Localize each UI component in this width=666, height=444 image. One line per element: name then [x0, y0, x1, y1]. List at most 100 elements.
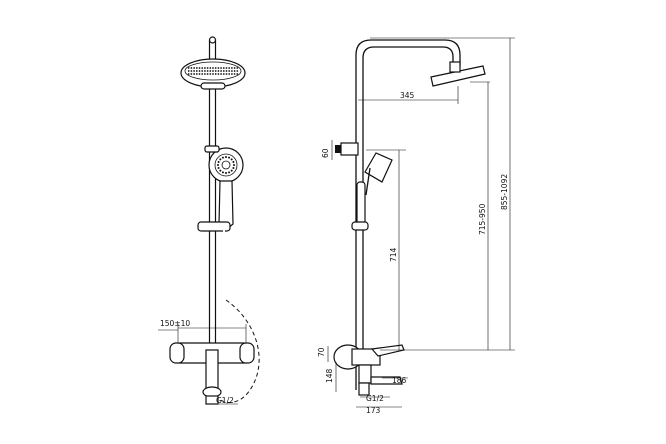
side-riser — [355, 39, 461, 390]
nozzle-dot — [225, 73, 228, 75]
nozzle-dot — [222, 73, 225, 75]
nozzle-dot — [225, 70, 228, 72]
nozzle-dot — [206, 73, 209, 75]
nozzle-dot — [217, 160, 220, 163]
nozzle-dot — [201, 70, 204, 72]
arm-reach-label: 345 — [400, 91, 415, 100]
spacing-label: 150±10 — [160, 319, 190, 328]
slide-height-label: 714 — [389, 247, 398, 262]
nozzle-dot — [204, 70, 206, 72]
side-mixer-valve — [333, 344, 405, 396]
nozzle-dot — [230, 158, 233, 161]
nozzle-dot — [232, 167, 235, 170]
hose-loop — [217, 299, 260, 403]
nozzle-dot — [193, 67, 196, 69]
nozzle-dot — [220, 73, 223, 75]
inlet-thread-label-side: G1/2 — [366, 394, 384, 403]
nozzle-dot — [195, 73, 198, 75]
nozzle-dot — [217, 67, 220, 69]
nozzle-dot — [217, 73, 220, 75]
nozzle-dot — [233, 73, 236, 75]
nozzle-dot — [228, 171, 231, 174]
nozzle-dot — [221, 156, 224, 159]
nozzle-dot — [190, 73, 193, 75]
valve-height-label: 70 — [317, 347, 326, 357]
nozzle-dot — [209, 67, 212, 69]
nozzle-dot — [236, 70, 239, 72]
nozzle-dot — [201, 67, 204, 69]
nozzle-dot — [231, 73, 233, 75]
total-height-label: 855-1092 — [500, 174, 509, 210]
nozzle-dot — [206, 67, 209, 69]
rain-shower-head — [180, 58, 246, 90]
shower-nozzles — [187, 67, 239, 75]
nozzle-dot — [198, 67, 201, 69]
nozzle-dot — [212, 70, 214, 72]
nozzle-dot — [214, 70, 217, 72]
nozzle-dot — [187, 70, 190, 72]
adjust-range-label: 715-950 — [478, 203, 487, 235]
nozzle-dot — [212, 67, 214, 69]
nozzle-dot — [209, 73, 212, 75]
nozzle-dot — [236, 73, 239, 75]
nozzle-dot — [204, 73, 206, 75]
spacing-dimension: 150±10 — [158, 319, 247, 343]
nozzle-dot — [221, 171, 224, 174]
nozzle-dot — [195, 70, 198, 72]
spout-drop-label: 148 — [325, 368, 334, 383]
side-hand-shower — [351, 152, 393, 231]
nozzle-dot — [222, 70, 225, 72]
inlet-callout-front: G1/2 — [214, 396, 238, 405]
nozzle-dot — [233, 70, 236, 72]
nozzle-dot — [220, 70, 223, 72]
nozzle-dot — [219, 158, 222, 161]
nozzle-dot — [187, 73, 190, 75]
nozzle-dot — [230, 169, 233, 172]
nozzle-dot — [231, 70, 233, 72]
nozzle-dot — [217, 167, 220, 170]
nozzle-dot — [212, 73, 214, 75]
nozzle-dot — [214, 67, 217, 69]
nozzle-dot — [233, 164, 235, 166]
nozzle-dot — [217, 70, 220, 72]
nozzle-dot — [214, 73, 217, 75]
nozzle-dot — [225, 156, 227, 158]
nozzle-dot — [190, 67, 193, 69]
bracket-height-label: 60 — [321, 148, 330, 158]
nozzle-dot — [220, 67, 223, 69]
nozzle-dot — [236, 67, 239, 69]
hand-shower-nozzles — [217, 156, 235, 174]
slide-holder — [197, 145, 231, 232]
riser-pipe — [208, 36, 217, 396]
nozzle-dot — [219, 169, 222, 172]
nozzle-dot — [225, 67, 228, 69]
nozzle-dot — [193, 73, 196, 75]
side-shower-head — [430, 61, 486, 87]
nozzle-dot — [204, 67, 206, 69]
nozzle-dot — [198, 70, 201, 72]
nozzle-dot — [209, 70, 212, 72]
front-view: 150±10 G1/2 — [158, 36, 260, 405]
nozzle-dot — [225, 172, 227, 174]
mixer-valve — [169, 342, 255, 405]
side-wall-bracket — [335, 142, 359, 156]
nozzle-dot — [228, 156, 231, 159]
inlet-thread-label-front: G1/2 — [216, 396, 234, 405]
nozzle-dot — [190, 70, 193, 72]
nozzle-dot — [193, 70, 196, 72]
nozzle-dot — [217, 164, 219, 166]
nozzle-dot — [206, 70, 209, 72]
nozzle-dot — [222, 67, 225, 69]
nozzle-dot — [233, 67, 236, 69]
nozzle-dot — [228, 73, 231, 75]
spout-length-label: 173 — [366, 406, 381, 415]
nozzle-dot — [187, 67, 190, 69]
side-dimensions: 345 60 714 715-950 855-1092 70 148 — [317, 37, 515, 415]
side-view: 345 60 714 715-950 855-1092 70 148 — [317, 37, 515, 415]
nozzle-dot — [228, 70, 231, 72]
nozzle-dot — [232, 160, 235, 163]
nozzle-dot — [201, 73, 204, 75]
nozzle-dot — [198, 73, 201, 75]
